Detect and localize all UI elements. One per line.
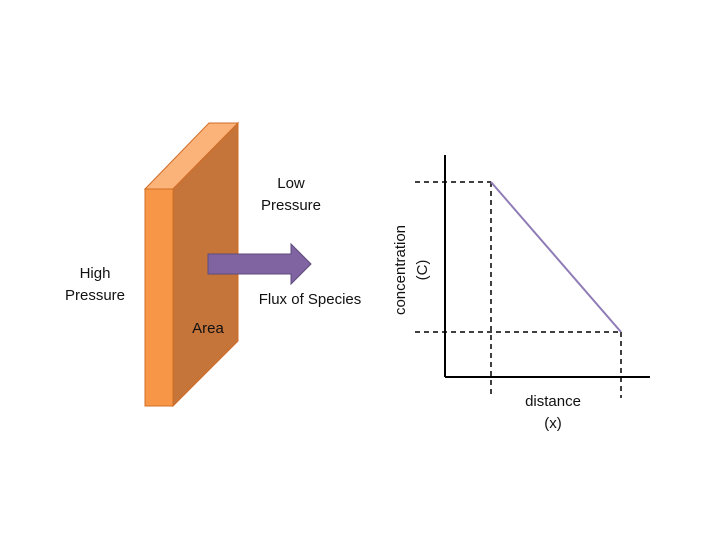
dashed-guides	[415, 181, 622, 398]
flux-arrow-icon	[207, 242, 312, 286]
x-axis-title: distance (x)	[503, 391, 603, 435]
flux-label: Flux of Species	[258, 291, 362, 308]
concentration-gradient-line	[490, 181, 622, 333]
y-axis-title-line-2: (C)	[414, 259, 431, 281]
y-axis-title-line-1: concentration	[392, 224, 409, 316]
concentration-graph	[415, 155, 650, 398]
membrane-slab-icon	[143, 121, 240, 408]
x-axis-title-line-2: (x)	[544, 415, 562, 432]
high-pressure-label: High Pressure	[55, 263, 135, 307]
y-axis-title: concentration (C)	[390, 210, 434, 330]
high-pressure-line-2: Pressure	[64, 287, 126, 304]
slab-front-face	[144, 188, 174, 407]
low-pressure-line-1: Low	[277, 175, 305, 192]
low-pressure-label: Low Pressure	[251, 173, 331, 217]
low-pressure-line-2: Pressure	[260, 197, 322, 214]
high-pressure-line-1: High	[79, 265, 111, 282]
area-label: Area	[192, 320, 224, 337]
x-axis-title-line-1: distance	[525, 393, 581, 410]
